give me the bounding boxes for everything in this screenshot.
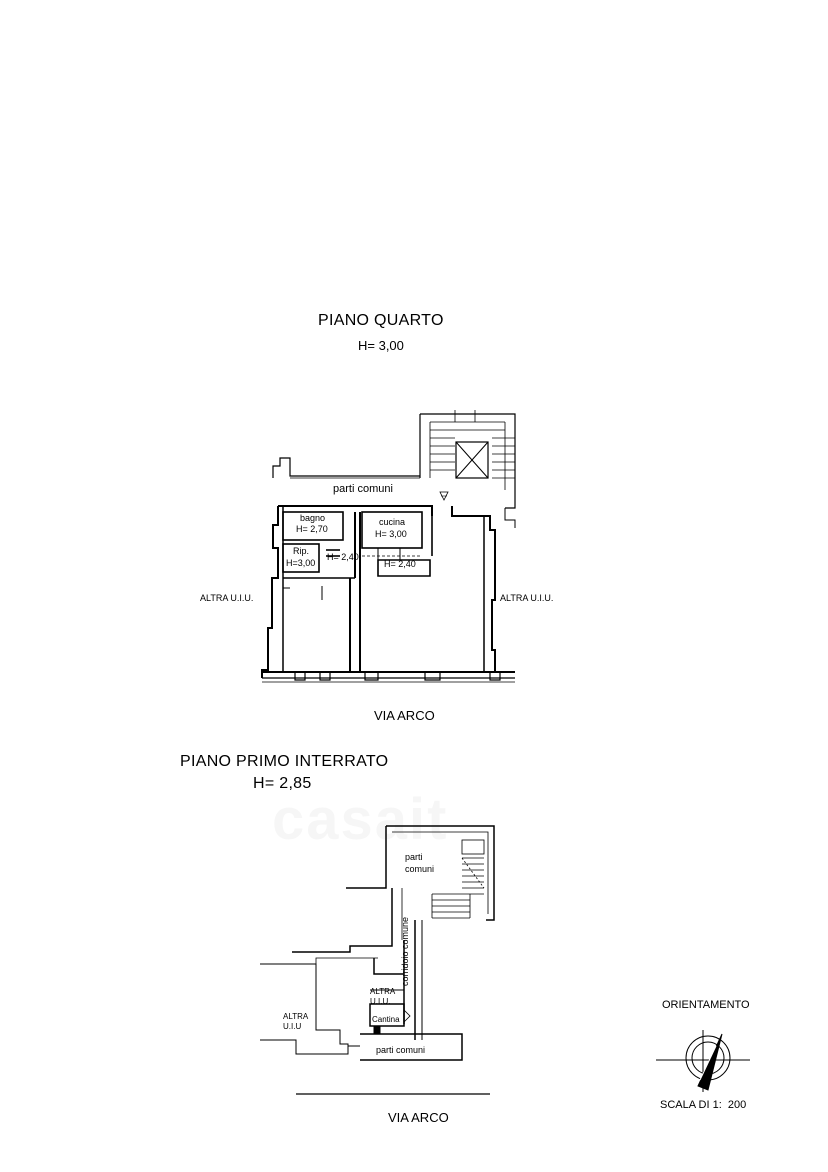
- upper-plan-title: PIANO QUARTO: [318, 312, 444, 329]
- label-altra-uiu-right: ALTRA U.I.U.: [500, 593, 554, 603]
- label-parti-comuni-top: parti comuni: [405, 852, 435, 874]
- label-ripostiglio-height: H=3,00: [286, 558, 316, 568]
- label-altra-uiu-lower-left: ALTRA U.I.U: [283, 1012, 309, 1031]
- lower-plan-height: H= 2,85: [253, 775, 312, 792]
- label-bagno-height: H= 2,70: [296, 524, 328, 534]
- lower-plan-title: PIANO PRIMO INTERRATO: [180, 753, 389, 770]
- label-cucina: cucina: [379, 517, 406, 527]
- label-bagno: bagno: [300, 513, 326, 523]
- lower-plan-walls: [260, 825, 495, 1095]
- upper-plan-walls: [261, 410, 516, 683]
- label-parti-comuni-bottom: parti comuni: [376, 1045, 426, 1055]
- label-cucina-lower-height: H= 2,40: [384, 559, 416, 569]
- compass-symbol: [656, 1030, 750, 1092]
- label-altra-uiu-center: ALTRA U.I.U.: [370, 987, 396, 1006]
- label-parti-comuni: parti comuni: [333, 483, 393, 495]
- upper-plan-height: H= 3,00: [358, 338, 404, 353]
- scale-label: SCALA DI 1: 200: [660, 1099, 747, 1111]
- label-corridor-height: H= 2,40: [327, 552, 359, 562]
- lower-street-name: VIA ARCO: [388, 1110, 449, 1125]
- label-cucina-height: H= 3,00: [375, 529, 407, 539]
- label-corridoio-comune: corridoio comune: [400, 916, 410, 986]
- upper-street-name: VIA ARCO: [374, 708, 435, 723]
- orientation-label: ORIENTAMENTO: [662, 999, 750, 1011]
- label-ripostiglio: Rip.: [293, 546, 310, 556]
- label-cantina: Cantina: [372, 1015, 400, 1024]
- label-altra-uiu-left: ALTRA U.I.U.: [200, 593, 254, 603]
